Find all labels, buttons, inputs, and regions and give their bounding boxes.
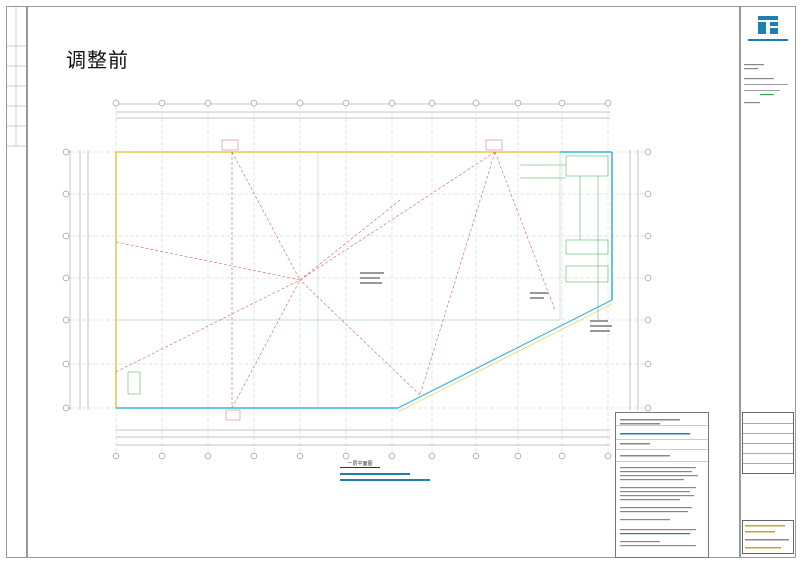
page-title: 调整前 [66, 48, 129, 72]
company-logo-icon [758, 16, 778, 34]
stamp-row [743, 433, 793, 434]
diagonal-pipe [397, 299, 613, 413]
company-name-strip [744, 38, 792, 43]
legend-notes-box [615, 412, 709, 558]
axis-bubbles-right [644, 148, 652, 412]
plan-title: 一层平面图 [347, 461, 373, 467]
plan-summary-lines [340, 473, 430, 481]
interior-partitions [116, 152, 561, 408]
equipment-blocks [127, 139, 503, 421]
dashed-connection-lines [115, 151, 556, 409]
title-block-drawing-info [742, 520, 794, 554]
stamp-row [743, 463, 793, 464]
stamp-row [743, 423, 793, 424]
legend-notes-lines [620, 419, 698, 547]
legend-row [616, 439, 708, 440]
equipment-cluster-right [520, 155, 609, 320]
legend-row [616, 461, 708, 462]
legend-row [616, 449, 708, 450]
sheet-title-block [740, 6, 796, 558]
sheet-left-margin-strip [6, 6, 28, 558]
axis-bubbles-bottom [112, 452, 612, 460]
title-block-signature-table [742, 412, 794, 474]
stamp-row [743, 453, 793, 454]
dimension-lines [69, 103, 639, 446]
stamp-row [743, 443, 793, 444]
legend-row [616, 425, 708, 426]
axis-bubbles-left [62, 148, 70, 412]
sheet-main-frame [26, 6, 740, 558]
axis-bubbles-top [112, 99, 612, 107]
left-strip-marks [6, 6, 26, 147]
title-block-info-lines [744, 64, 788, 104]
plan-title-underline [340, 467, 380, 468]
building-walls [115, 151, 613, 409]
drawing-info-lines [745, 525, 789, 549]
annotation-ticks [360, 272, 612, 332]
